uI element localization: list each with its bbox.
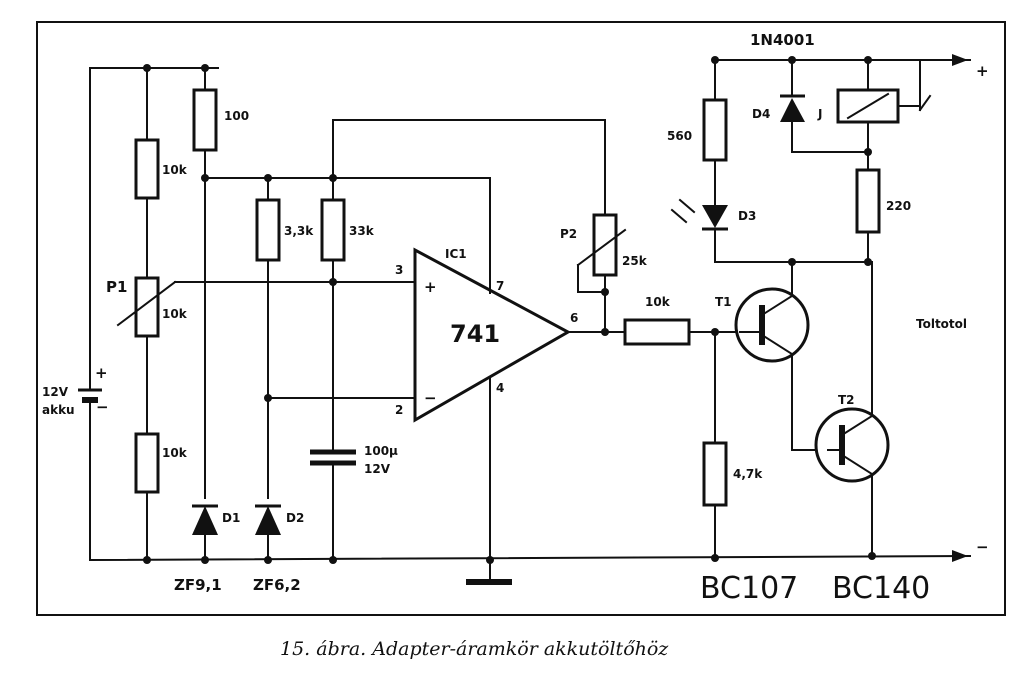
cap-voltage-label: 12V <box>364 462 391 476</box>
figure-caption: 15. ábra. Adapter-áramkör akkutöltőhöz <box>280 638 669 660</box>
top-rail <box>89 67 219 391</box>
battery-plus-label: + <box>95 364 108 382</box>
transistor-t2 <box>814 261 890 557</box>
bottom-rail <box>88 414 972 562</box>
pin4-label: 4 <box>496 381 504 395</box>
p2-value-label: 25k <box>622 254 648 268</box>
pin6-label: 6 <box>570 311 578 325</box>
in-plus-label: + <box>424 278 437 296</box>
zf91-label: ZF9,1 <box>174 576 222 594</box>
base-resistor <box>623 318 741 346</box>
pin2-label: 2 <box>395 403 403 417</box>
r-220-label: 220 <box>886 199 911 213</box>
t2-label: T2 <box>838 393 855 407</box>
in-minus-label: − <box>424 389 437 407</box>
r-33k-a-label: 3,3k <box>284 224 314 238</box>
zener-d1-column <box>192 67 491 561</box>
r-47k-label: 4,7k <box>733 467 763 481</box>
r-10k-bottom-label: 10k <box>162 446 188 460</box>
output-label: Toltotol <box>916 317 967 331</box>
battery-voltage-label: 12V <box>42 385 69 399</box>
p2-trimmer <box>576 119 627 333</box>
term-plus-label: + <box>976 62 989 80</box>
led-column <box>670 59 971 263</box>
d2-label: D2 <box>286 511 304 525</box>
p2-label: P2 <box>560 227 577 241</box>
relay-label: J <box>817 107 822 121</box>
ic1-label: IC1 <box>445 247 467 261</box>
divider-column <box>116 67 331 561</box>
junction-dots <box>143 56 876 564</box>
pin3-label: 3 <box>395 263 403 277</box>
zener-d2-column <box>255 177 416 561</box>
r-100-label: 100 <box>224 109 249 123</box>
p1-value-label: 10k <box>162 307 188 321</box>
d4-label: D4 <box>752 107 770 121</box>
ic-part-label: 741 <box>450 320 500 348</box>
battery-symbol <box>78 388 102 416</box>
battery-minus-label: − <box>96 398 109 416</box>
bc140-label: BC140 <box>832 571 930 606</box>
p1-label: P1 <box>106 278 127 296</box>
output-terminals <box>952 54 968 562</box>
term-minus-label: − <box>976 538 989 556</box>
d3-label: D3 <box>738 209 756 223</box>
r-10k-top-label: 10k <box>162 163 188 177</box>
t1-label: T1 <box>715 295 732 309</box>
diode-part-label: 1N4001 <box>750 31 815 49</box>
bc107-label: BC107 <box>700 571 798 606</box>
r-560-label: 560 <box>667 129 692 143</box>
zf62-label: ZF6,2 <box>253 576 301 594</box>
transistor-t1 <box>734 261 829 451</box>
feedback-column <box>310 119 606 561</box>
battery-type-label: akku <box>42 403 75 417</box>
pulldown-resistor <box>702 331 728 561</box>
relay-section <box>780 59 932 171</box>
r-10k-base-label: 10k <box>645 295 671 309</box>
schematic-frame <box>36 21 1006 616</box>
opamp-741 <box>413 177 626 561</box>
cap-value-label: 100µ <box>364 444 398 458</box>
pin7-label: 7 <box>496 279 504 293</box>
r220-column <box>855 168 881 263</box>
r-33k-b-label: 33k <box>349 224 375 238</box>
d1-label: D1 <box>222 511 240 525</box>
